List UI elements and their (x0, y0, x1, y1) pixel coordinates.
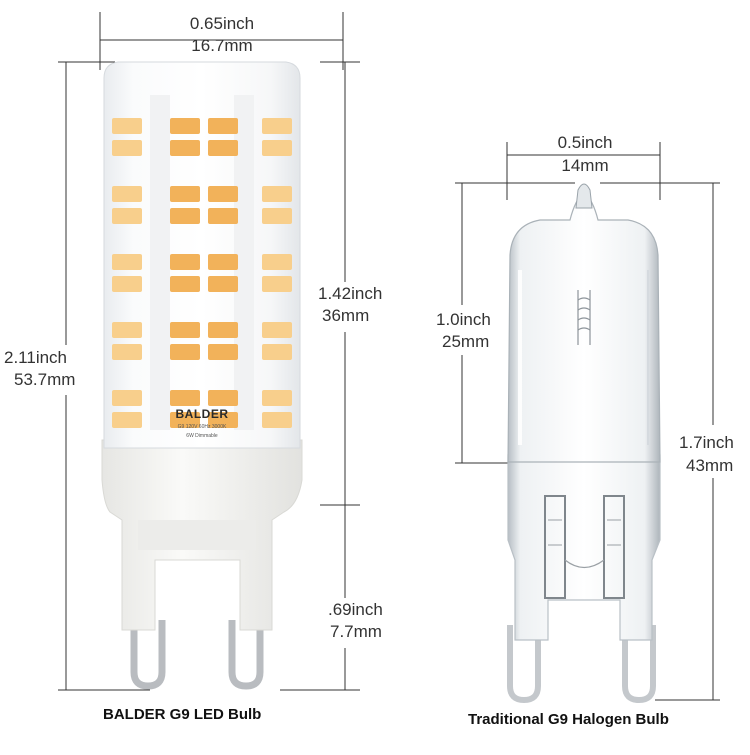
led-total-height-dimension (58, 61, 150, 691)
halogen-filament (577, 290, 591, 345)
led-chip (170, 390, 200, 406)
led-chip (170, 276, 200, 292)
led-chip (262, 118, 292, 134)
led-pin-left (130, 620, 166, 690)
led-chip (112, 118, 142, 134)
halogen-width-inch-label: 0.5inch (557, 133, 613, 152)
halogen-clip-left (544, 495, 566, 599)
led-chip (208, 254, 238, 270)
led-chip (170, 118, 200, 134)
led-chip (112, 390, 142, 406)
led-chip (208, 412, 238, 428)
led-chip (262, 322, 292, 338)
halogen-glass-height-inch-label: 1.0inch (436, 310, 491, 329)
halogen-clip-right (603, 495, 625, 599)
led-width-inch-label: 0.65inch (189, 14, 255, 33)
led-chip (112, 412, 142, 428)
led-chip (170, 344, 200, 360)
led-body-height-dimension (320, 61, 360, 506)
led-bulb-caption: BALDER G9 LED Bulb (103, 706, 262, 723)
led-chip (208, 390, 238, 406)
led-chip (112, 254, 142, 270)
led-chip (262, 390, 292, 406)
led-chip (208, 186, 238, 202)
halogen-glass-base (507, 454, 661, 641)
led-bulb: BALDER G9 120V 60Hz 3000K 6W Dimmable (101, 61, 303, 690)
led-chip (170, 322, 200, 338)
led-chip (208, 322, 238, 338)
led-chip (208, 118, 238, 134)
led-chip (262, 344, 292, 360)
halogen-bulb-caption: Traditional G9 Halogen Bulb (468, 711, 669, 728)
led-base-height-inch-label: .69inch (328, 600, 383, 619)
led-chip (208, 344, 238, 360)
led-total-height-inch-label: 2.11inch (4, 348, 68, 367)
led-body-height-inch-label: 1.42inch (318, 284, 383, 303)
led-chip (112, 140, 142, 156)
led-chip (262, 140, 292, 156)
led-chip-grid (112, 118, 292, 428)
led-body-height-mm-label: 36mm (322, 306, 370, 325)
led-chip (262, 186, 292, 202)
led-chip (170, 208, 200, 224)
led-chip (262, 254, 292, 270)
led-fine-print-1: G9 120V 60Hz 3000K (178, 424, 227, 430)
led-chip (208, 276, 238, 292)
led-chip (170, 186, 200, 202)
led-chip (112, 322, 142, 338)
led-chip (208, 208, 238, 224)
halogen-width-dimension (506, 142, 661, 200)
led-total-height-mm-label: 53.7mm (14, 370, 76, 389)
halogen-tip (575, 183, 593, 209)
led-chip (112, 344, 142, 360)
led-chip (170, 254, 200, 270)
halogen-total-height-inch-label: 1.7inch (679, 433, 734, 452)
halogen-pin-right (622, 625, 656, 704)
led-width-mm-label: 16.7mm (191, 36, 253, 55)
led-chip (112, 208, 142, 224)
led-base-height-mm-label: 7.7mm (330, 622, 382, 641)
halogen-total-height-mm-label: 43mm (686, 456, 734, 475)
led-fine-print-2: 6W Dimmable (186, 433, 218, 439)
led-chip (262, 412, 292, 428)
led-chip (170, 412, 200, 428)
halogen-total-height-dimension (600, 182, 720, 701)
led-chip (262, 208, 292, 224)
halogen-pin-left (507, 625, 541, 704)
led-pin-right (228, 620, 264, 690)
led-chip (112, 276, 142, 292)
led-chip (112, 186, 142, 202)
halogen-glass-capsule (507, 191, 661, 463)
halogen-glass-height-mm-label: 25mm (442, 332, 490, 351)
led-brand-print: BALDER (176, 407, 229, 421)
led-chip (262, 276, 292, 292)
led-width-dimension (99, 12, 344, 70)
led-chip (170, 140, 200, 156)
halogen-bulb (507, 183, 661, 704)
led-base-height-dimension (280, 505, 360, 691)
halogen-width-mm-label: 14mm (561, 156, 609, 175)
led-chip (208, 140, 238, 156)
